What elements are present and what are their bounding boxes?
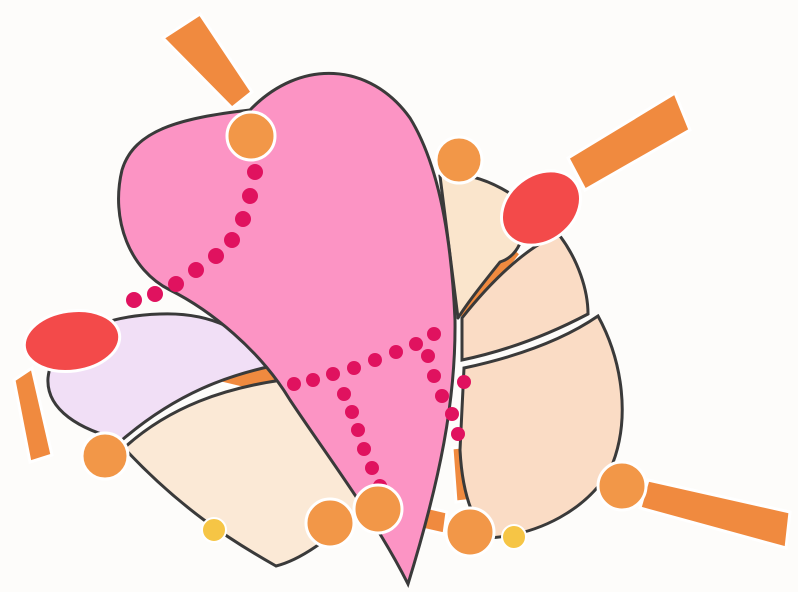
- node-heart-top: [227, 112, 275, 160]
- node-right-top: [436, 137, 482, 183]
- yellow-dot-left: [202, 518, 226, 542]
- node-left-bottom: [82, 433, 128, 479]
- node-bottom-right: [446, 508, 494, 556]
- node-bottom-left: [306, 499, 354, 547]
- yellow-dot-right: [502, 525, 526, 549]
- node-right-lower: [598, 462, 646, 510]
- node-bottom-center: [354, 485, 402, 533]
